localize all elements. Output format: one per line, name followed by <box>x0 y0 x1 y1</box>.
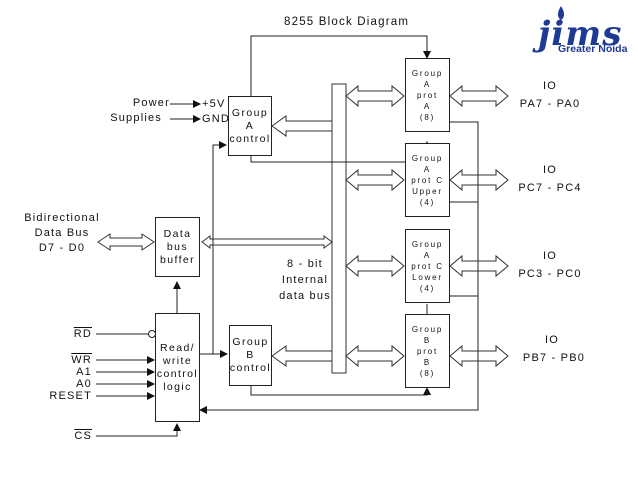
port-b-io-label: IO <box>544 334 559 346</box>
a0-label: A0 <box>76 378 92 390</box>
supplies-label: Supplies <box>110 112 162 124</box>
feedback-loop-line <box>199 121 479 414</box>
port-cl-io-arrow <box>449 254 509 278</box>
cs-label: CS <box>74 430 92 442</box>
cs-line <box>96 423 181 437</box>
rw-line1: Read/ <box>159 341 196 354</box>
buffer-line2: bus <box>166 240 189 253</box>
port-b-io-pins: PB7 - PB0 <box>522 352 586 364</box>
port-a-io-label: IO <box>542 80 557 92</box>
rw-line2: write <box>162 354 193 367</box>
data-bus-buffer-block: Data bus buffer <box>155 217 200 277</box>
port-a-line4: A <box>423 101 432 111</box>
internal-bus-label-line1: 8 - bit <box>287 258 323 270</box>
port-b-line5: (8) <box>419 368 436 378</box>
port-b-line4: B <box>423 357 432 367</box>
bus-port-cu-arrow <box>345 168 405 192</box>
bidir-label-line2: Data Bus <box>34 227 90 239</box>
port-a-block: Group A prot A (8) <box>405 58 450 132</box>
port-cl-line3: prot C <box>411 261 444 271</box>
logo-subtitle: Greater Noida <box>558 43 628 55</box>
internal-bus-label-line3: data bus <box>279 290 331 302</box>
bus-to-group-a-control-arrow <box>271 115 333 137</box>
power-label: Power <box>132 97 170 109</box>
rw-to-ga-control-line <box>200 141 227 355</box>
rw-control-logic-block: Read/ write control logic <box>155 313 200 422</box>
port-cl-io-label: IO <box>542 250 557 262</box>
logo-wordmark: jims <box>538 14 623 54</box>
port-c-upper-block: Group A prot C Upper (4) <box>405 143 450 217</box>
bus-port-cl-arrow <box>345 254 405 278</box>
group-a-control-block: Group A control <box>228 96 272 156</box>
bidir-label-line3: D7 - D0 <box>38 242 86 254</box>
port-b-line2: B <box>423 335 432 345</box>
port-a-line2: A <box>423 79 432 89</box>
buffer-line3: buffer <box>159 253 196 266</box>
rw-line4: logic <box>163 380 192 393</box>
port-a-line3: prot <box>417 90 438 100</box>
port-cl-line1: Group <box>411 239 444 249</box>
group-a-control-line1: Group <box>231 106 269 119</box>
port-cl-line2: A <box>423 250 432 260</box>
port-a-line1: Group <box>411 68 444 78</box>
rw-line3: control <box>156 367 199 380</box>
gb-control-to-port-b-line <box>250 386 431 396</box>
buffer-line1: Data <box>163 227 192 240</box>
port-cu-io-pins: PC7 - PC4 <box>518 182 582 194</box>
port-cu-line5: (4) <box>419 197 436 207</box>
buffer-to-bus-arrow <box>201 235 333 249</box>
internal-bus-bar <box>331 83 347 374</box>
wr-label: WR <box>71 354 92 366</box>
rd-label: RD <box>73 328 92 340</box>
group-a-control-line2: A <box>245 119 255 132</box>
port-cl-io-pins: PC3 - PC0 <box>518 268 582 280</box>
bus-port-a-arrow <box>345 84 405 108</box>
port-b-line1: Group <box>411 324 444 334</box>
a1-label: A1 <box>76 366 92 378</box>
ga-control-to-port-a-line <box>250 35 431 96</box>
jims-logo <box>557 6 565 20</box>
internal-bus-label-line2: Internal <box>281 274 329 286</box>
port-a-io-pins: PA7 - PA0 <box>519 98 581 110</box>
gnd-label: GND <box>202 113 231 125</box>
port-a-io-arrow <box>449 84 509 108</box>
group-b-control-line1: Group <box>232 336 269 348</box>
group-b-control-block: Group B control <box>229 325 272 386</box>
port-cu-line2: A <box>423 164 432 174</box>
group-a-control-line3: control <box>229 132 271 145</box>
plus5v-label: +5V <box>202 98 226 110</box>
port-b-line3: prot <box>417 346 438 356</box>
diagram-title: 8255 Block Diagram <box>284 16 410 28</box>
port-cu-line1: Group <box>411 153 444 163</box>
bidir-label-line1: Bidirectional <box>24 212 100 224</box>
group-b-control-line2: B <box>246 349 255 361</box>
bus-port-b-arrow <box>345 344 405 368</box>
port-c-lower-block: Group A prot C Lower (4) <box>405 229 450 303</box>
external-data-bus-arrow <box>97 233 155 251</box>
port-cu-io-arrow <box>449 168 509 192</box>
port-cu-line3: prot C <box>411 175 444 185</box>
port-b-io-arrow <box>449 344 509 368</box>
bus-to-group-b-control-arrow <box>271 345 333 367</box>
group-b-control-line3: control <box>229 362 272 374</box>
port-cu-line4: Upper <box>412 186 443 196</box>
port-cu-io-label: IO <box>542 164 557 176</box>
port-cl-line4: Lower <box>412 272 443 282</box>
port-a-line5: (8) <box>419 112 436 122</box>
port-b-block: Group B prot B (8) <box>405 314 450 388</box>
port-cl-line5: (4) <box>419 283 436 293</box>
reset-label: RESET <box>49 390 92 402</box>
